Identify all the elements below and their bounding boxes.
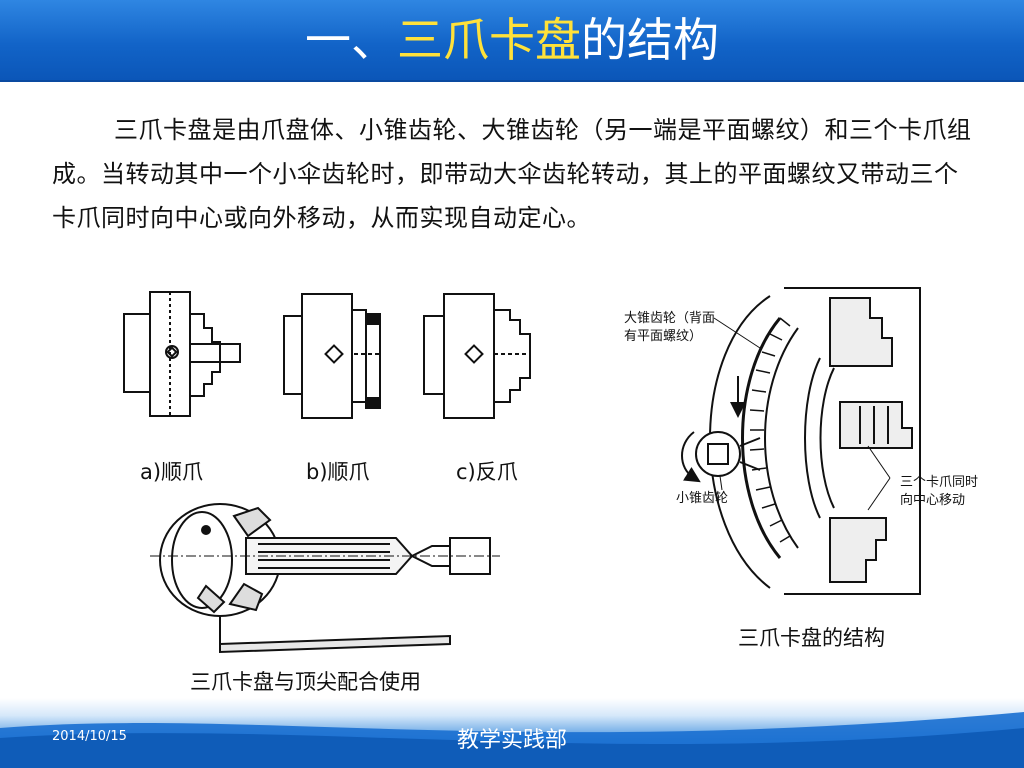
chuck-center-caption: 三爪卡盘与顶尖配合使用 (190, 670, 421, 694)
jaw-figure-a (123, 291, 241, 417)
label-jaws-2: 向中心移动 (900, 492, 965, 508)
title-suffix: 的结构 (581, 13, 719, 67)
footer-date: 2014/10/15 (52, 729, 127, 744)
footer-org: 教学实践部 (456, 728, 567, 753)
chuck-structure-figure: 大锥齿轮（背面 有平面螺纹） 小锥齿轮 三个卡爪同时 向中心移动 (624, 287, 978, 595)
jaw-caption-a: a)顺爪 (140, 460, 204, 484)
chuck-center-figure (150, 503, 500, 654)
label-jaws-1: 三个卡爪同时 (900, 475, 978, 490)
jaw-caption-b: b)顺爪 (306, 460, 370, 484)
jaw-caption-c: c)反爪 (456, 460, 518, 484)
jaw-figure-b (283, 293, 382, 419)
title-prefix: 一、 (305, 13, 397, 67)
footer-bar: 2014/10/15 教学实践部 (0, 698, 1024, 768)
title-highlight: 三爪卡盘 (397, 13, 581, 67)
label-big-gear-1: 大锥齿轮（背面 (624, 311, 715, 326)
jaw-figure-c (423, 293, 531, 419)
body-paragraph: 三爪卡盘是由爪盘体、小锥齿轮、大锥齿轮（另一端是平面螺纹）和三个卡爪组成。当转动… (52, 116, 972, 232)
title-bar: 一、三爪卡盘的结构 (0, 0, 1024, 82)
footer-wave (0, 712, 1024, 768)
slide-title: 一、三爪卡盘的结构 (0, 10, 1024, 70)
label-small-gear: 小锥齿轮 (676, 491, 728, 506)
label-big-gear-2: 有平面螺纹） (624, 329, 702, 344)
chuck-structure-caption: 三爪卡盘的结构 (738, 626, 885, 650)
